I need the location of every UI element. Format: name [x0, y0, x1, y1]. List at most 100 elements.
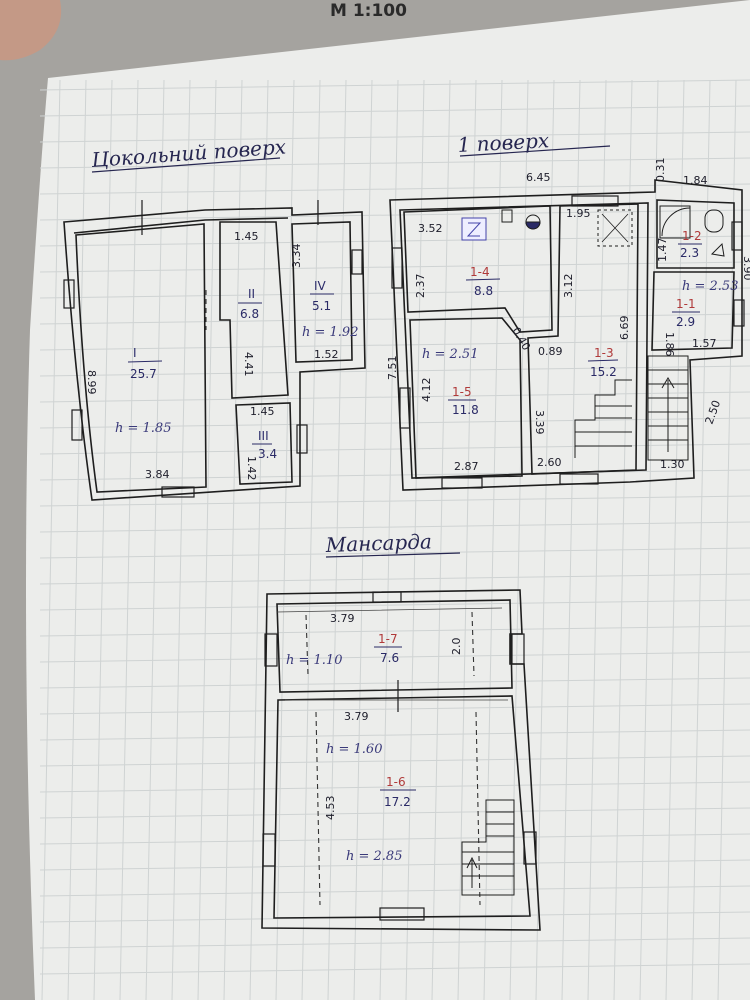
grid-line	[301, 79, 321, 1000]
grid-line	[39, 105, 750, 117]
grid-line	[39, 469, 750, 481]
room-1-5-area: 11.8	[452, 403, 479, 417]
grid-line	[119, 79, 139, 1000]
room-1-6-height-a: h = 1.60	[326, 742, 382, 757]
grid-line	[39, 755, 750, 767]
grid-line	[39, 261, 750, 273]
grid-line	[39, 937, 750, 949]
grid-line	[691, 79, 711, 1000]
grid-line	[39, 79, 750, 91]
grid-line	[67, 79, 87, 1000]
finger-shadow	[0, 0, 62, 61]
first-floor-title: 1 поверх	[457, 128, 550, 157]
room-I-number: I	[133, 346, 137, 360]
grid-line	[665, 79, 685, 1000]
dim-1.86: 1.86	[663, 332, 676, 357]
dim-3.52: 3.52	[418, 222, 443, 235]
grid-line	[39, 495, 750, 507]
room-II-outline	[219, 221, 289, 399]
room-1-3-area: 15.2	[590, 365, 617, 379]
grid-line	[39, 573, 750, 585]
grid-line	[39, 599, 750, 611]
room-IV-area: 5.1	[312, 299, 331, 313]
first-floor-fixtures	[461, 205, 725, 257]
room-III-number: III	[258, 429, 269, 443]
grid-line	[39, 651, 750, 663]
dim-1.45-b: 1.45	[250, 405, 275, 418]
room-1-1-height: h = 2.53	[682, 279, 738, 294]
grid-line	[41, 79, 61, 1000]
grid-line	[379, 79, 399, 1000]
grid-line	[39, 131, 750, 143]
room-1-7-area: 7.6	[380, 651, 399, 665]
dim-4.53: 4.53	[324, 796, 337, 821]
first-floor-stairs	[574, 355, 689, 461]
room-1-1-outline	[651, 271, 735, 351]
dim-4.41: 4.41	[242, 352, 255, 377]
attic-stairs	[461, 799, 515, 896]
dim-7.51: 7.51	[386, 356, 399, 381]
grid-line	[639, 79, 659, 1000]
attic-title-underline	[325, 552, 461, 558]
grid-line	[39, 417, 750, 429]
grid-line	[145, 79, 165, 1000]
dim-2.0: 2.0	[450, 638, 463, 656]
room-1-6-height-b: h = 2.85	[346, 849, 402, 864]
room-1-2-number: 1-2	[682, 229, 702, 243]
room-1-6-area: 17.2	[384, 795, 411, 809]
room-1-2-area: 2.3	[680, 246, 699, 260]
grid-line	[223, 79, 243, 1000]
grid-line	[327, 79, 347, 1000]
grid-line	[483, 79, 503, 1000]
dim-6.69: 6.69	[618, 316, 631, 341]
room-IV-number: IV	[314, 279, 327, 293]
first-floor-windows	[391, 195, 745, 489]
room-1-6-number: 1-6	[386, 775, 406, 789]
grid-line	[39, 677, 750, 689]
grid-line	[275, 79, 295, 1000]
grid-line	[93, 79, 113, 1000]
dim-1.57: 1.57	[692, 337, 717, 350]
room-1-7-number: 1-7	[378, 632, 398, 646]
room-1-1-area: 2.9	[676, 315, 695, 329]
room-I-area: 25.7	[130, 367, 157, 381]
grid-line	[431, 79, 451, 1000]
room-III-outline	[235, 402, 293, 485]
room-II-area: 6.8	[240, 307, 259, 321]
dim-1.45-a: 1.45	[234, 230, 259, 243]
room-I-outline	[75, 223, 207, 493]
dim-3.90: 3.90	[741, 256, 750, 281]
grid-line	[561, 79, 581, 1000]
basement-title-underline	[91, 157, 281, 173]
grid-line	[197, 79, 217, 1000]
dim-2.37: 2.37	[414, 274, 427, 299]
room-1-4-number: 1-4	[470, 265, 490, 279]
dim-1.52: 1.52	[314, 348, 339, 361]
grid-line	[39, 157, 750, 169]
dim-1.47: 1.47	[656, 238, 669, 263]
grid-line	[39, 963, 750, 975]
attic-title: Мансарда	[324, 529, 432, 557]
basement-windows	[63, 249, 363, 498]
grid-line	[39, 729, 750, 741]
first-floor-title-underline	[459, 145, 611, 157]
dim-3.84-basement: 3.84	[145, 468, 170, 481]
dim-0.89: 0.89	[538, 345, 563, 358]
grid-line	[405, 79, 425, 1000]
dim-1.30: 1.30	[660, 458, 685, 471]
grid-line	[39, 807, 750, 819]
grid-line	[39, 209, 750, 221]
dim-2.87: 2.87	[454, 460, 479, 473]
grid-line	[39, 625, 750, 637]
room-III-area: 3.4	[258, 447, 277, 461]
grid-line	[613, 79, 633, 1000]
dim-8.99: 8.99	[85, 370, 98, 395]
dim-3.79-b: 3.79	[344, 710, 369, 723]
dim-4.12: 4.12	[420, 378, 433, 403]
dim-1.42: 1.42	[245, 456, 258, 481]
room-1-5-height: h = 2.51	[422, 347, 478, 362]
grid-line	[39, 339, 750, 351]
dim-3.12: 3.12	[562, 274, 575, 299]
room-1-7-outline	[276, 599, 513, 693]
graph-paper-grid	[39, 79, 750, 1000]
